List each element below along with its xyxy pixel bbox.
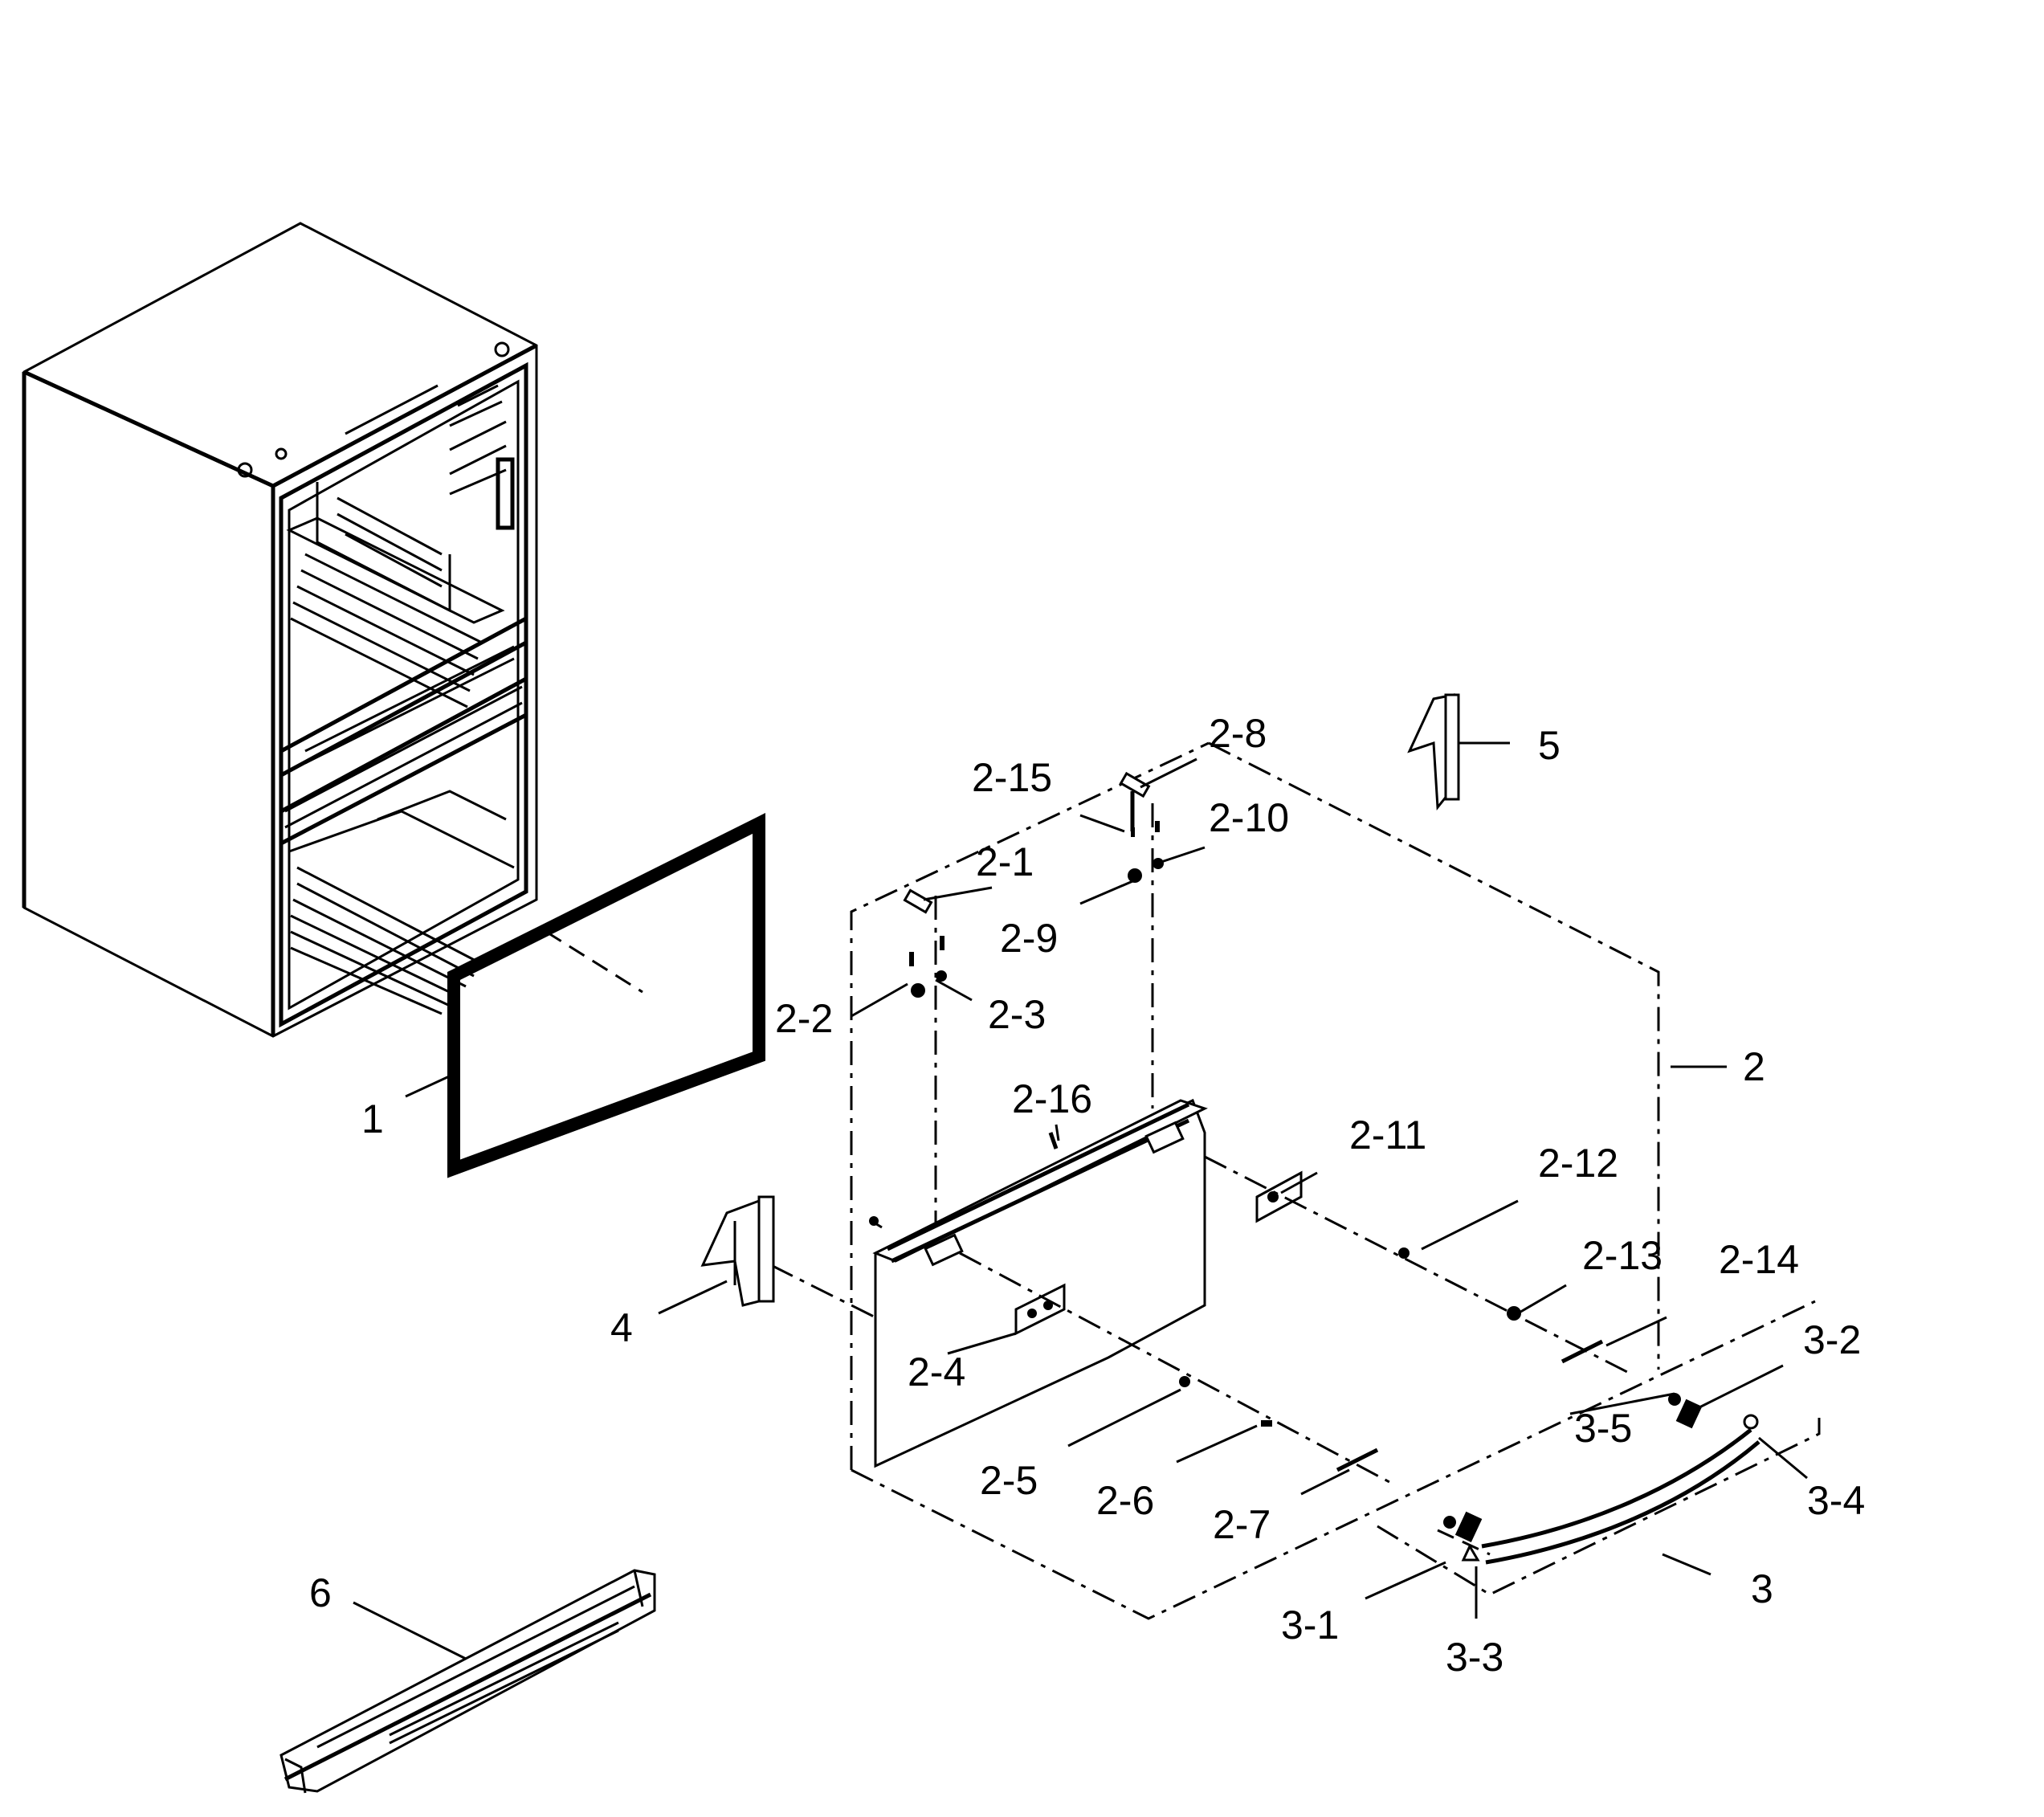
- callout-3-1: 3-1: [1281, 1603, 1339, 1648]
- callout-2-8: 2-8: [1209, 711, 1267, 756]
- callout-1: 1: [361, 1096, 384, 1141]
- callout-labels: 1 2 2-1 2-2 2-3 2-4 2-5 2-6 2-7 2-8 2-9 …: [309, 711, 1865, 1680]
- part-2-11-bracket: [1255, 1170, 1303, 1223]
- callout-2-10: 2-10: [1209, 795, 1289, 840]
- part-3-handle-assembly: [1377, 1393, 1821, 1596]
- drawer-door-panel: [872, 1098, 1208, 1468]
- part-6-door-bin: [279, 1569, 656, 1794]
- hinge-hardware-upper: [1119, 771, 1164, 883]
- refrigerator-cabinet: [22, 222, 538, 1038]
- part-1-door-gasket: [447, 813, 765, 1178]
- callout-2-4: 2-4: [908, 1349, 965, 1394]
- callout-2-2: 2-2: [775, 996, 833, 1041]
- callout-3-3: 3-3: [1446, 1635, 1503, 1680]
- callout-5: 5: [1538, 723, 1561, 768]
- callout-2-5: 2-5: [980, 1458, 1038, 1503]
- hinge-hardware-left: [903, 888, 947, 998]
- callout-2-11: 2-11: [1349, 1113, 1426, 1158]
- assembly-axis-lines: [770, 1155, 1631, 1484]
- callout-3-2: 3-2: [1803, 1317, 1861, 1362]
- callout-2-12: 2-12: [1538, 1141, 1618, 1186]
- callout-2-13: 2-13: [1582, 1233, 1663, 1278]
- callout-2-7: 2-7: [1213, 1502, 1271, 1547]
- callout-2-9: 2-9: [1000, 916, 1058, 961]
- part-2-16-clip: [869, 1132, 1059, 1229]
- part-5-hinge-bracket: [1407, 693, 1460, 811]
- leader-lines: [353, 741, 1808, 1660]
- callout-2: 2: [1743, 1044, 1765, 1089]
- callout-2-15: 2-15: [972, 755, 1052, 800]
- callout-3-4: 3-4: [1807, 1478, 1865, 1523]
- callout-2-16: 2-16: [1012, 1076, 1092, 1121]
- callout-2-14: 2-14: [1719, 1237, 1799, 1282]
- callout-3: 3: [1751, 1566, 1773, 1611]
- part-2-4-bracket: [1014, 1283, 1066, 1336]
- callout-4: 4: [610, 1305, 633, 1350]
- callout-2-1: 2-1: [976, 839, 1034, 884]
- part-4-hinge-bracket: [700, 1195, 775, 1307]
- callout-2-6: 2-6: [1096, 1478, 1154, 1523]
- callout-2-3: 2-3: [988, 992, 1046, 1037]
- callout-6: 6: [309, 1570, 332, 1615]
- callout-3-5: 3-5: [1574, 1406, 1632, 1451]
- part-2-assembly-outline: [850, 741, 1816, 1620]
